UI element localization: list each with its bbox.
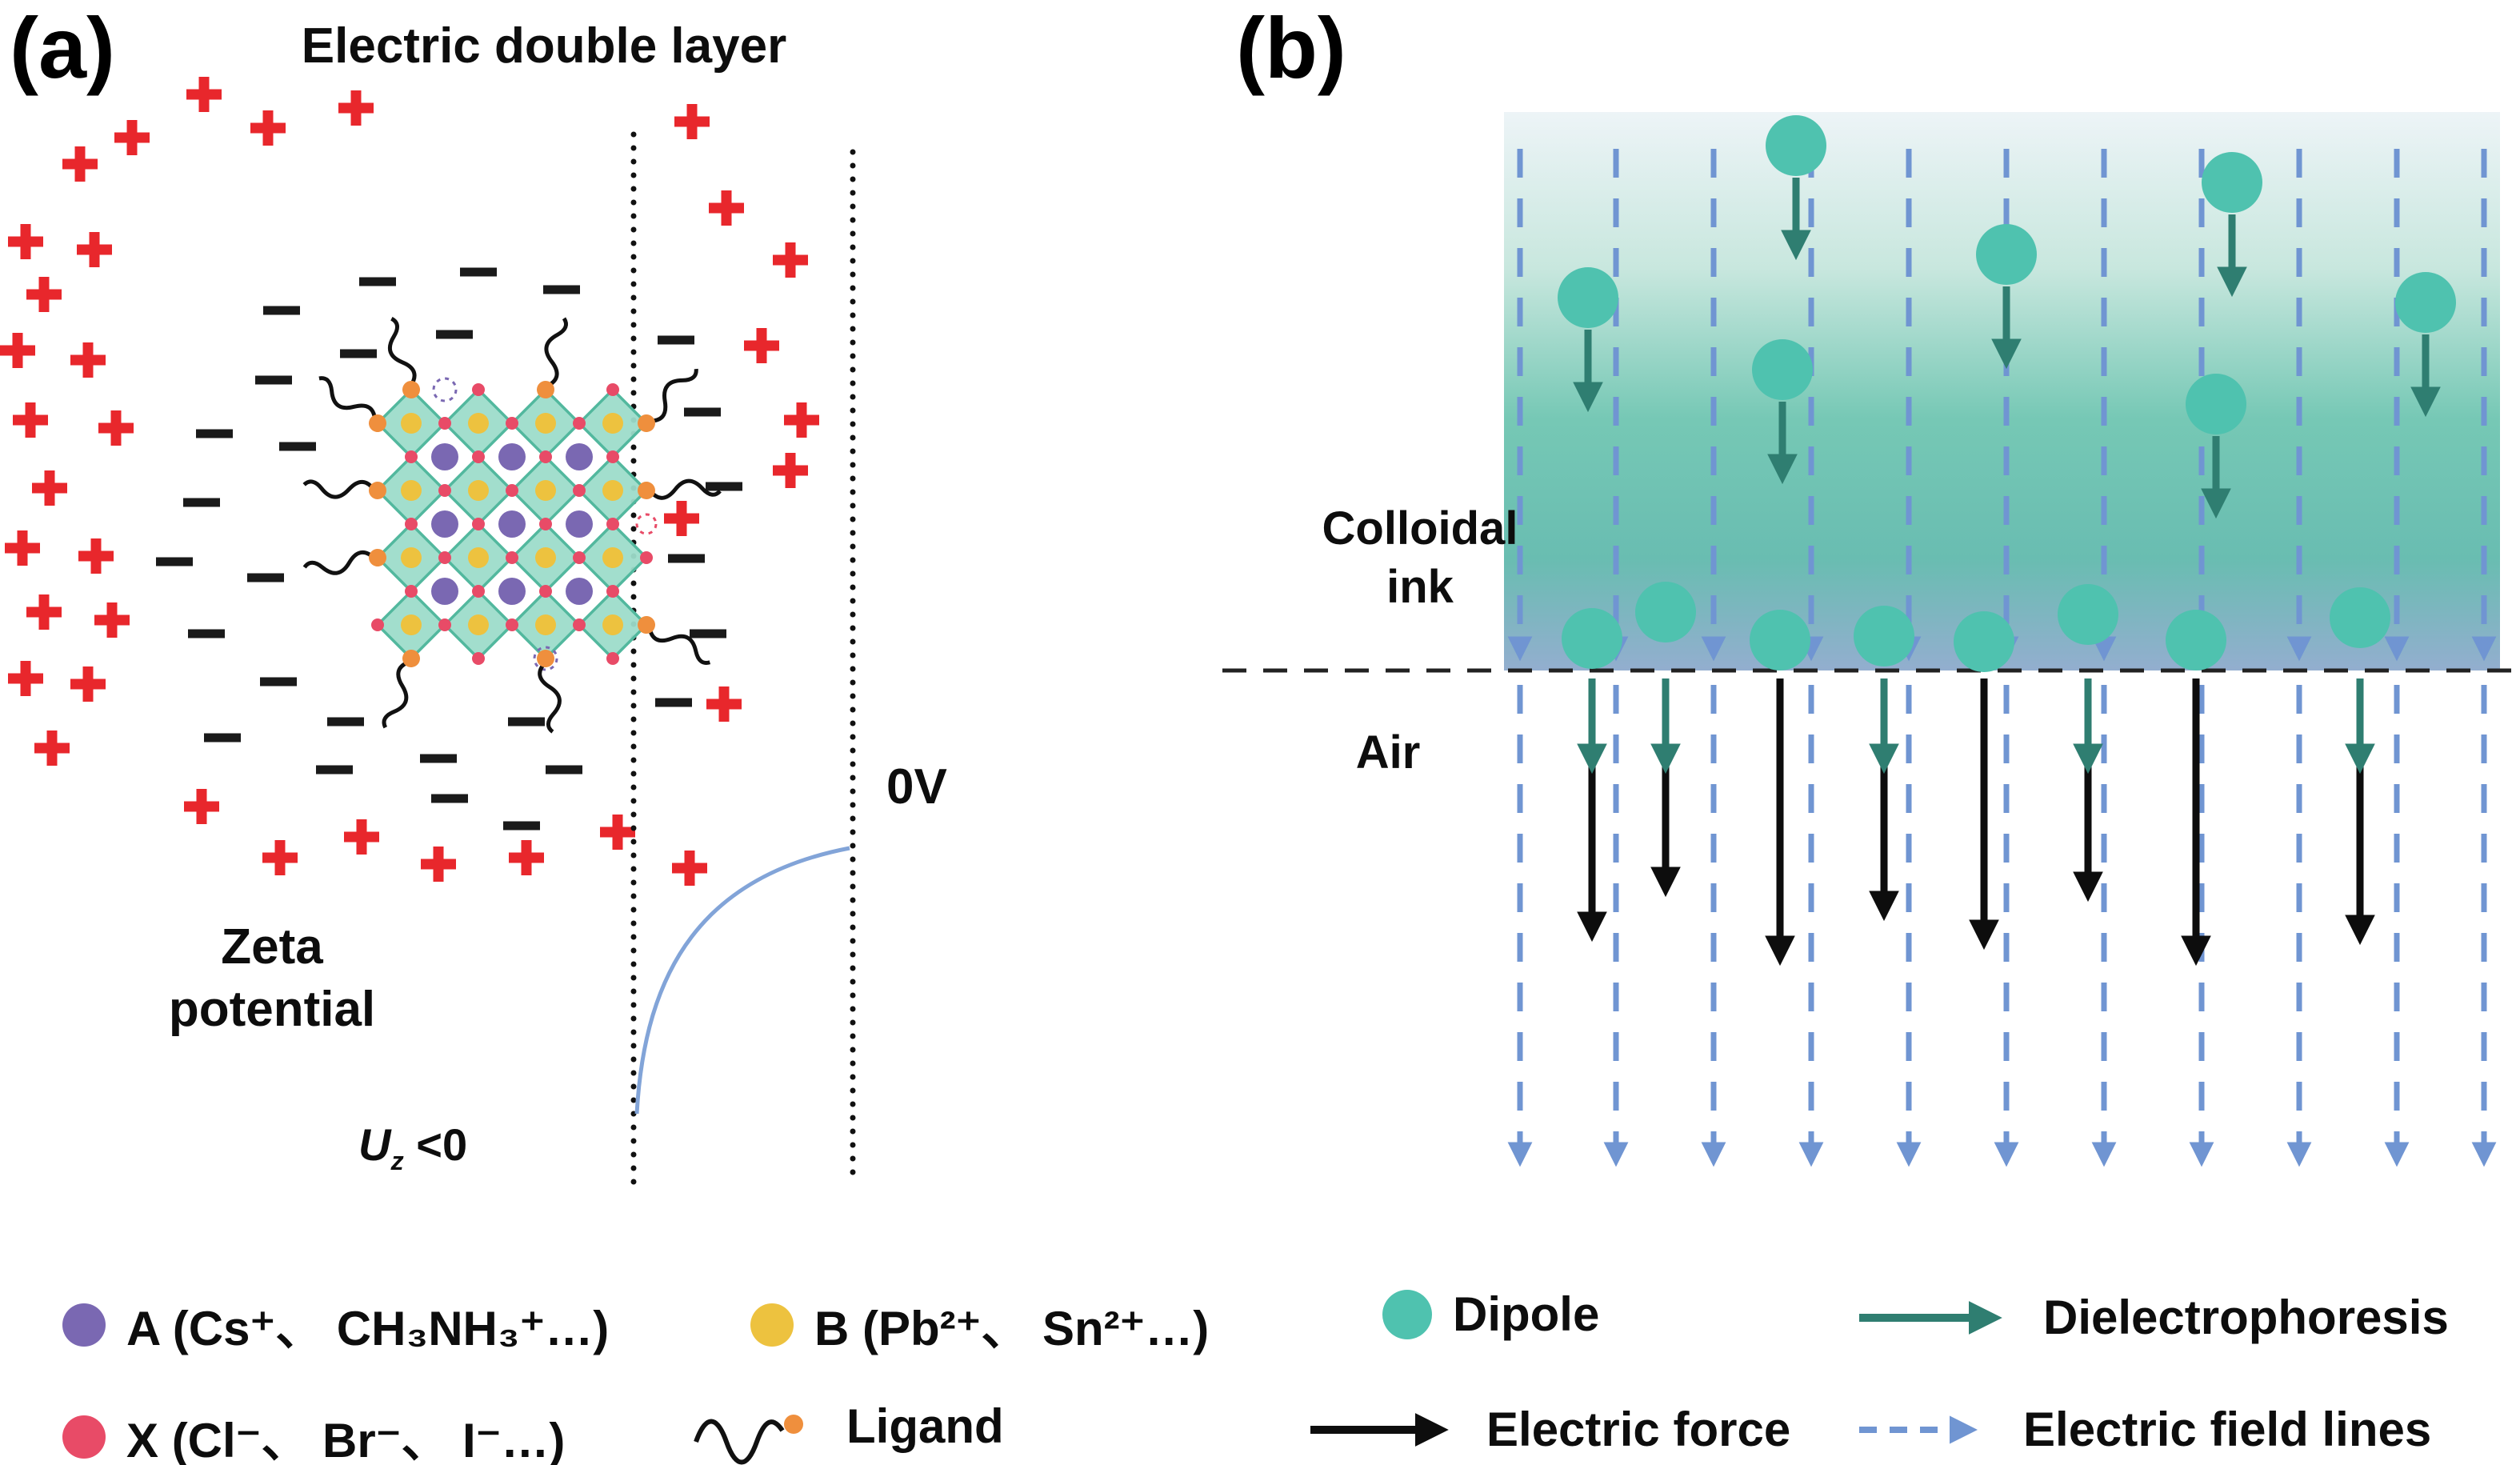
dipole-icon [1854, 606, 1914, 666]
plus-icon [0, 333, 35, 368]
panel-b-label: (b) [1236, 0, 1346, 96]
plus-icon [78, 538, 114, 574]
plus-icon [509, 840, 544, 875]
b-site-label: B (Pb²⁺、 Sn²⁺…) [814, 1302, 1210, 1355]
plus-icon [186, 77, 222, 112]
plus-icon [26, 277, 62, 312]
plus-icon [344, 819, 379, 855]
panel-a-diagram [0, 0, 856, 1189]
dielectrophoresis-arrow-icon [1859, 1300, 2002, 1335]
plus-icon [672, 851, 707, 886]
ligand-icon [634, 613, 715, 667]
plus-icon [94, 602, 130, 638]
x-site-icon [62, 1415, 106, 1459]
plus-icon [709, 190, 744, 226]
a-site-label: A (Cs⁺、 CH₃NH₃⁺…) [126, 1302, 610, 1355]
electric-force-arrow-icon [1310, 1412, 1449, 1447]
legend-item-a-site: A (Cs⁺、 CH₃NH₃⁺…) [62, 1290, 609, 1359]
plus-icon [5, 530, 40, 566]
plus-icon [250, 110, 286, 146]
dipole-icon [1635, 582, 1696, 642]
plus-icon [32, 470, 67, 506]
dielectrophoresis-label: Dielectrophoresis [2043, 1291, 2449, 1344]
plus-icon [674, 104, 710, 139]
zero-volt-label: 0V [886, 759, 947, 815]
electric-field-lines-label: Electric field lines [2023, 1403, 2432, 1456]
ligand-icon [380, 317, 422, 401]
plus-icon [744, 328, 779, 363]
uz-label: Uz <0 [358, 1119, 467, 1176]
vacancy-sites [432, 377, 658, 671]
x-site-label: X (Cl⁻、 Br⁻、 I⁻…) [126, 1414, 566, 1465]
plus-icon [77, 232, 112, 267]
electric-force-arrows [1577, 678, 2375, 967]
plus-icon [13, 402, 48, 438]
legend-item-electric-field-lines: Electric field lines [1854, 1402, 2431, 1457]
a-site-icon [62, 1303, 106, 1347]
dipole-label: Dipole [1453, 1287, 1600, 1341]
a-site-ions [431, 443, 593, 605]
electric-field-lines [1507, 149, 2497, 1167]
plus-icon [773, 242, 808, 278]
plus-icon [262, 840, 298, 875]
plus-icon [664, 501, 699, 536]
plus-icon [184, 789, 219, 824]
legend-item-b-site: B (Pb²⁺、 Sn²⁺…) [750, 1290, 1209, 1359]
plus-icon [62, 146, 98, 182]
plus-icon [70, 666, 106, 702]
ligand-icon [303, 547, 387, 579]
plus-icon [8, 224, 43, 259]
dipole-icon [1382, 1289, 1432, 1339]
ligand-label: Ligand [846, 1399, 1004, 1453]
ligand-icon [535, 316, 570, 400]
dipole-icon [2058, 584, 2118, 645]
ligand-icon [380, 647, 422, 731]
plus-icon [114, 120, 150, 155]
plus-icon [706, 686, 742, 722]
ligand-icon [312, 374, 390, 435]
uz-subscript: z [390, 1147, 404, 1176]
plus-icon [773, 453, 808, 488]
electric-field-lines-arrow-icon [1859, 1415, 1978, 1444]
dipole-icon [1750, 610, 1810, 670]
uz-symbol: U [358, 1119, 391, 1170]
electric-force-label: Electric force [1486, 1403, 1791, 1456]
zeta-potential-curve [634, 846, 850, 1115]
colloidal-ink-region [1504, 112, 2500, 670]
plus-icon [98, 410, 134, 446]
b-site-ions [401, 413, 623, 635]
dipole-icon [1954, 611, 2014, 672]
dipole-icon [1562, 608, 1622, 669]
zeta-potential-label: Zeta potential [168, 919, 376, 1037]
legend-item-dielectrophoresis: Dielectrophoresis [1854, 1290, 2449, 1345]
negative-charges [156, 272, 742, 826]
dipole-icon [2166, 610, 2226, 670]
ligand-icon [304, 479, 387, 500]
perovskite-nanocrystal [303, 316, 720, 733]
colloidal-ink-label: Colloidal ink [1322, 502, 1518, 613]
legend-item-ligand: Ligand [690, 1386, 1004, 1465]
plus-icon [26, 594, 62, 630]
plus-icon [70, 342, 106, 378]
ligand-icon [694, 1415, 803, 1465]
dipole-icon [2330, 587, 2390, 648]
plus-icon [784, 402, 819, 438]
panel-a-label: (a) [10, 0, 115, 96]
ligand-icon [634, 361, 701, 435]
legend-item-dipole: Dipole [1382, 1287, 1599, 1342]
air-label: Air [1355, 726, 1421, 779]
plus-icon [34, 730, 70, 766]
panel-b-diagram [1222, 0, 2514, 1167]
plus-icon [8, 661, 43, 696]
plus-icon [421, 847, 456, 882]
legend-item-x-site: X (Cl⁻、 Br⁻、 I⁻…) [62, 1402, 565, 1465]
uz-value: <0 [403, 1119, 468, 1170]
panel-a-title: Electric double layer [301, 18, 787, 74]
legend-item-electric-force: Electric force [1306, 1402, 1790, 1457]
b-site-icon [750, 1303, 794, 1347]
plus-icon [338, 90, 374, 126]
dielectrophoresis-arrows [1577, 678, 2375, 775]
plus-icon [600, 815, 635, 850]
